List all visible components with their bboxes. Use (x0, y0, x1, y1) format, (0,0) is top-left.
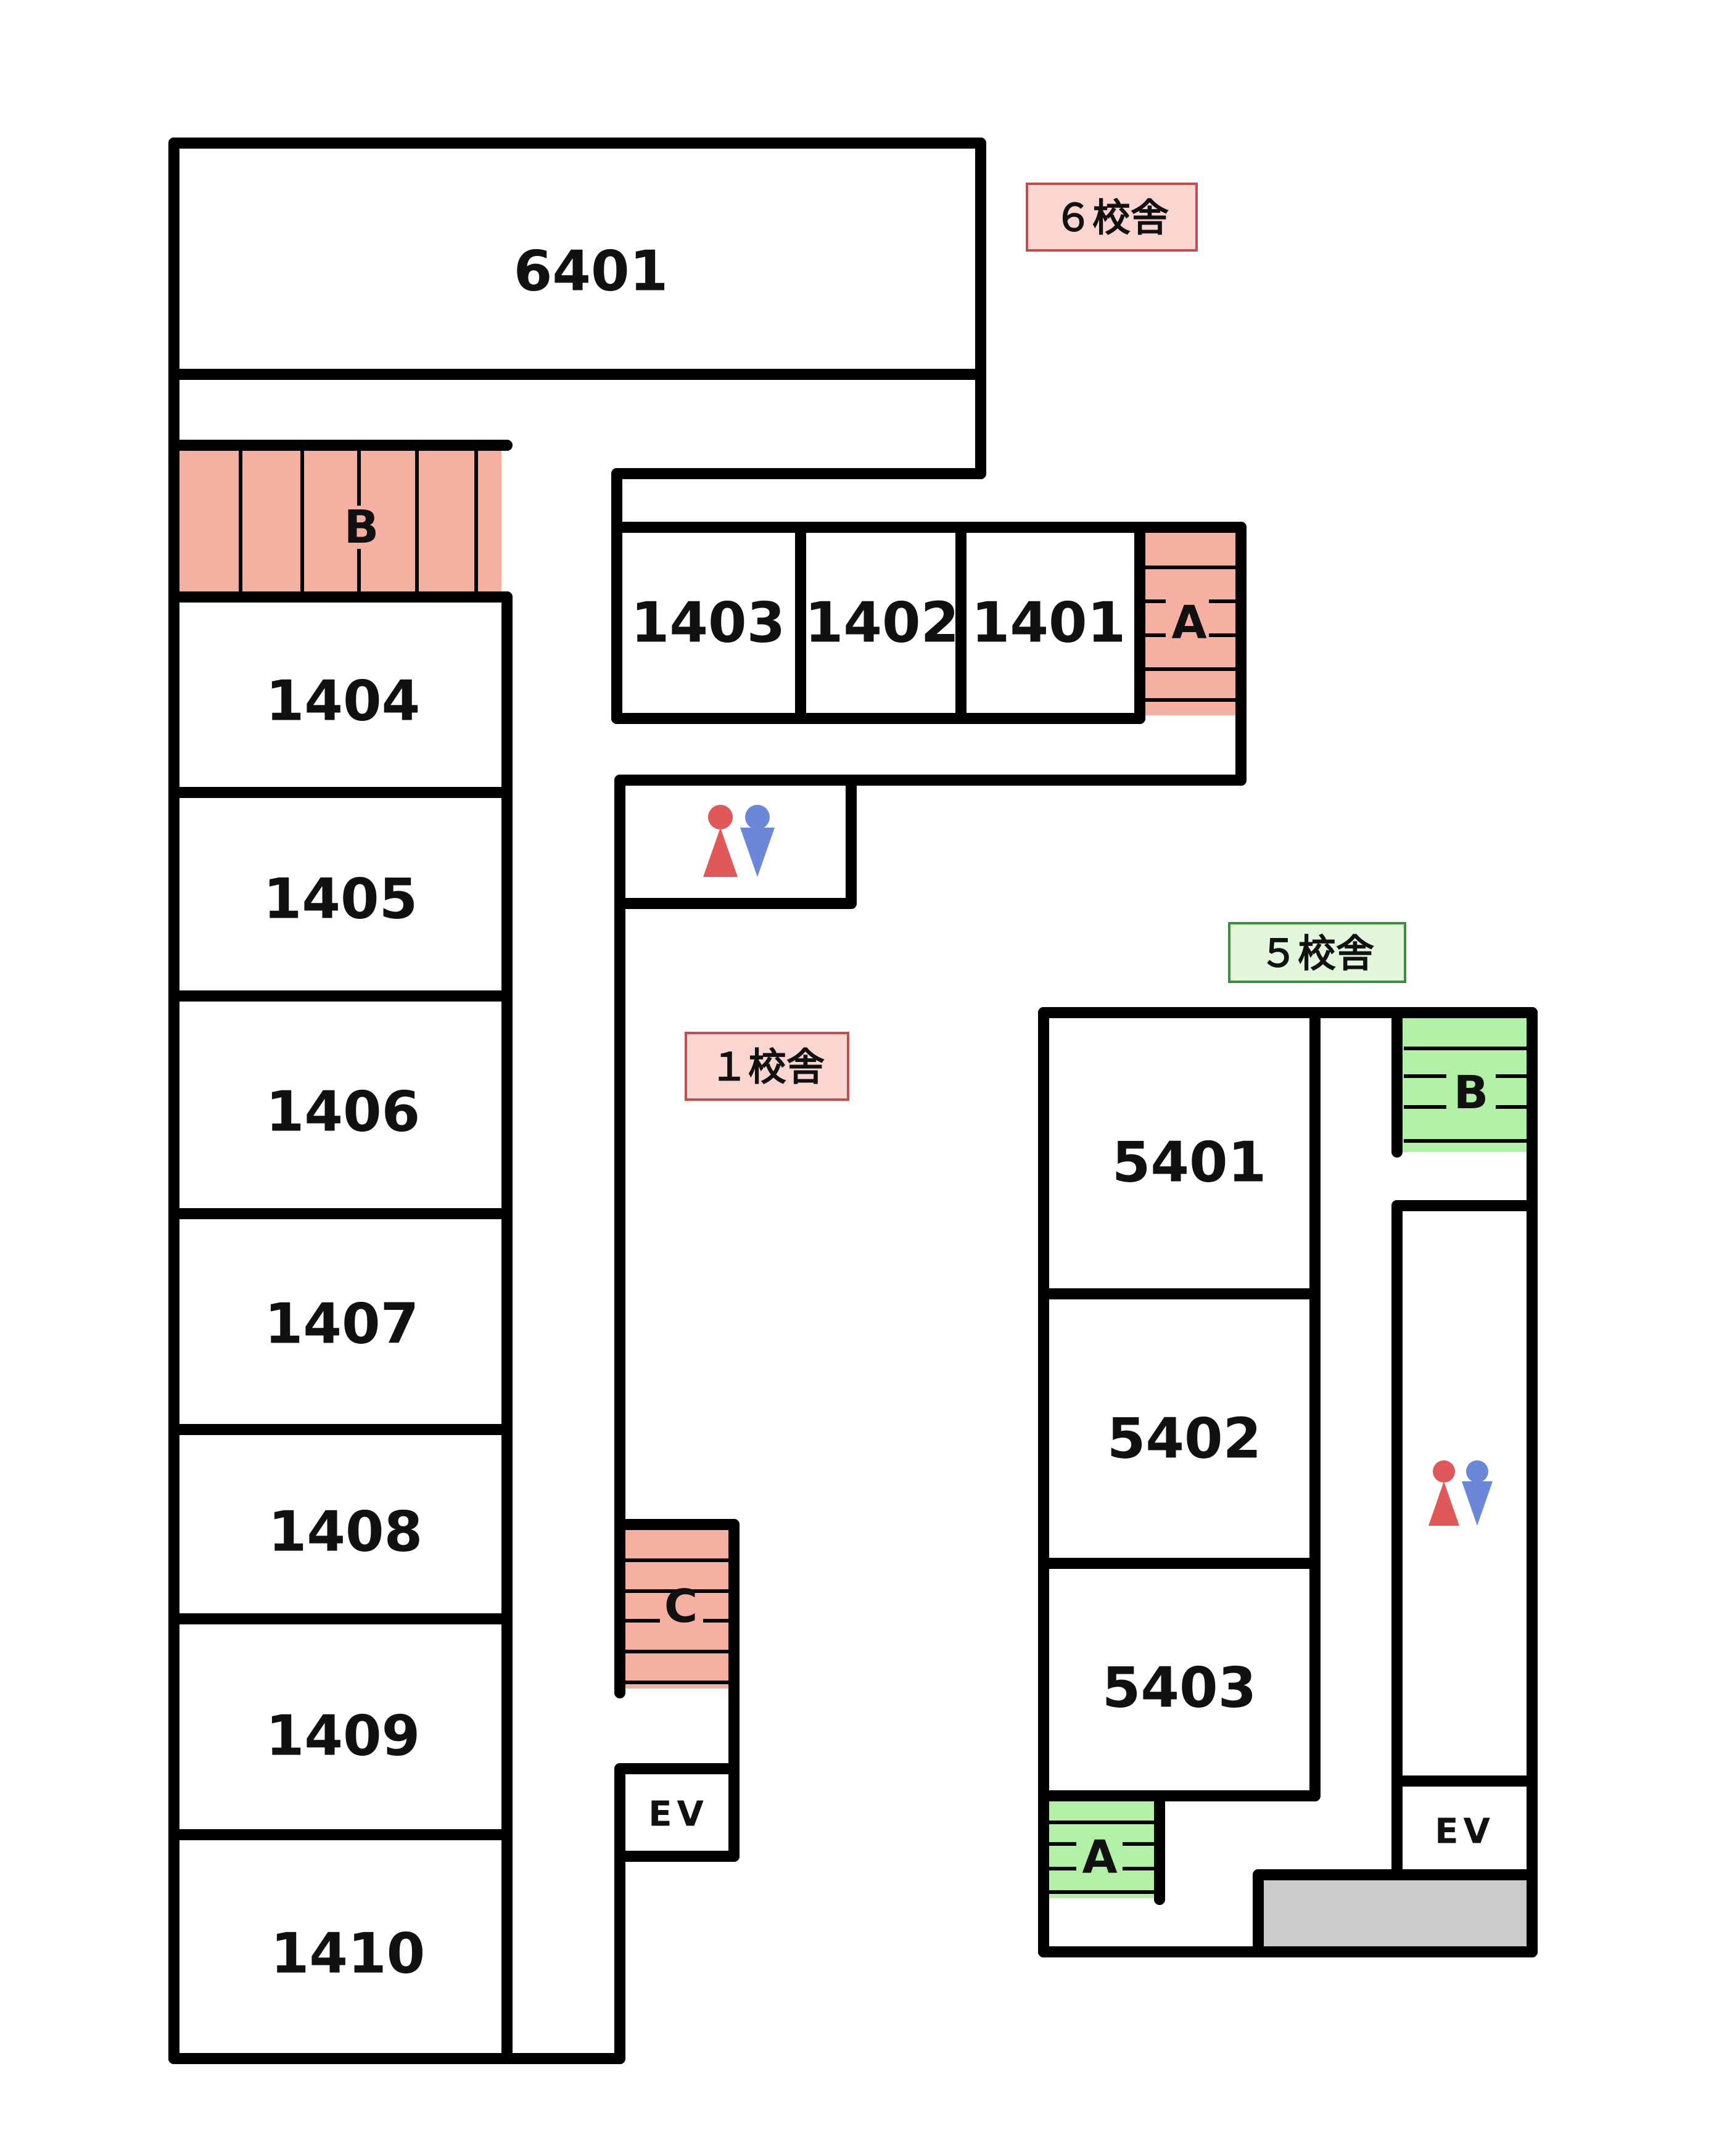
storage-area (1258, 1877, 1530, 1949)
female-icon (1433, 1460, 1455, 1483)
stair-c-label: C (664, 1580, 698, 1633)
restroom-icon[interactable] (1428, 1460, 1493, 1526)
room-1408[interactable]: 1408 (268, 1500, 423, 1565)
room-1410[interactable]: 1410 (271, 1922, 426, 1986)
stair-b-building1[interactable]: B (176, 445, 501, 597)
room-1401[interactable]: 1401 (971, 591, 1126, 656)
walls-building-5 (1038, 1007, 1538, 1957)
svg-text:６校舎: ６校舎 (1054, 195, 1169, 241)
room-1407[interactable]: 1407 (265, 1292, 419, 1357)
stair-c-building1[interactable]: C (623, 1528, 733, 1689)
room-5403[interactable]: 5403 (1102, 1656, 1257, 1721)
room-1402[interactable]: 1402 (805, 591, 960, 656)
room-1405[interactable]: 1405 (263, 867, 418, 932)
stair-a-building5[interactable]: A (1049, 1800, 1157, 1898)
female-icon (708, 805, 733, 829)
stair-b5-fill (1400, 1016, 1530, 1152)
stair-c-fill (623, 1528, 733, 1689)
stair-a-label: A (1171, 596, 1206, 649)
stair-b-label: B (344, 501, 379, 554)
restroom-icon[interactable] (703, 805, 775, 877)
room-1409[interactable]: 1409 (266, 1704, 421, 1769)
room-1403[interactable]: 1403 (631, 591, 786, 656)
room-6401[interactable]: 6401 (514, 239, 669, 304)
stair-b-building5[interactable]: B (1400, 1016, 1530, 1152)
svg-text:１校舎: １校舎 (710, 1045, 825, 1090)
walls-building-6-and-1 (168, 138, 1247, 2064)
room-5401[interactable]: 5401 (1112, 1130, 1267, 1195)
stair-b5-label: B (1454, 1066, 1488, 1119)
male-icon (745, 805, 770, 829)
building-5-label: ５校舎 (1228, 922, 1406, 983)
elevator-building5[interactable]: EV (1435, 1812, 1495, 1852)
stair-a5-label: A (1082, 1831, 1117, 1884)
svg-text:５校舎: ５校舎 (1259, 931, 1374, 976)
building-1-label: １校舎 (685, 1032, 849, 1101)
room-1406[interactable]: 1406 (266, 1080, 421, 1145)
stair-a-building1[interactable]: A (1140, 532, 1239, 715)
male-icon (1466, 1460, 1488, 1483)
elevator-building1[interactable]: EV (648, 1795, 709, 1835)
building-6-label: ６校舎 (1026, 183, 1198, 252)
stair-a5-fill (1049, 1800, 1157, 1898)
room-1404[interactable]: 1404 (266, 669, 421, 734)
stair-b-fill (176, 445, 501, 597)
room-5402[interactable]: 5402 (1107, 1407, 1262, 1471)
stair-a-fill (1140, 532, 1239, 715)
